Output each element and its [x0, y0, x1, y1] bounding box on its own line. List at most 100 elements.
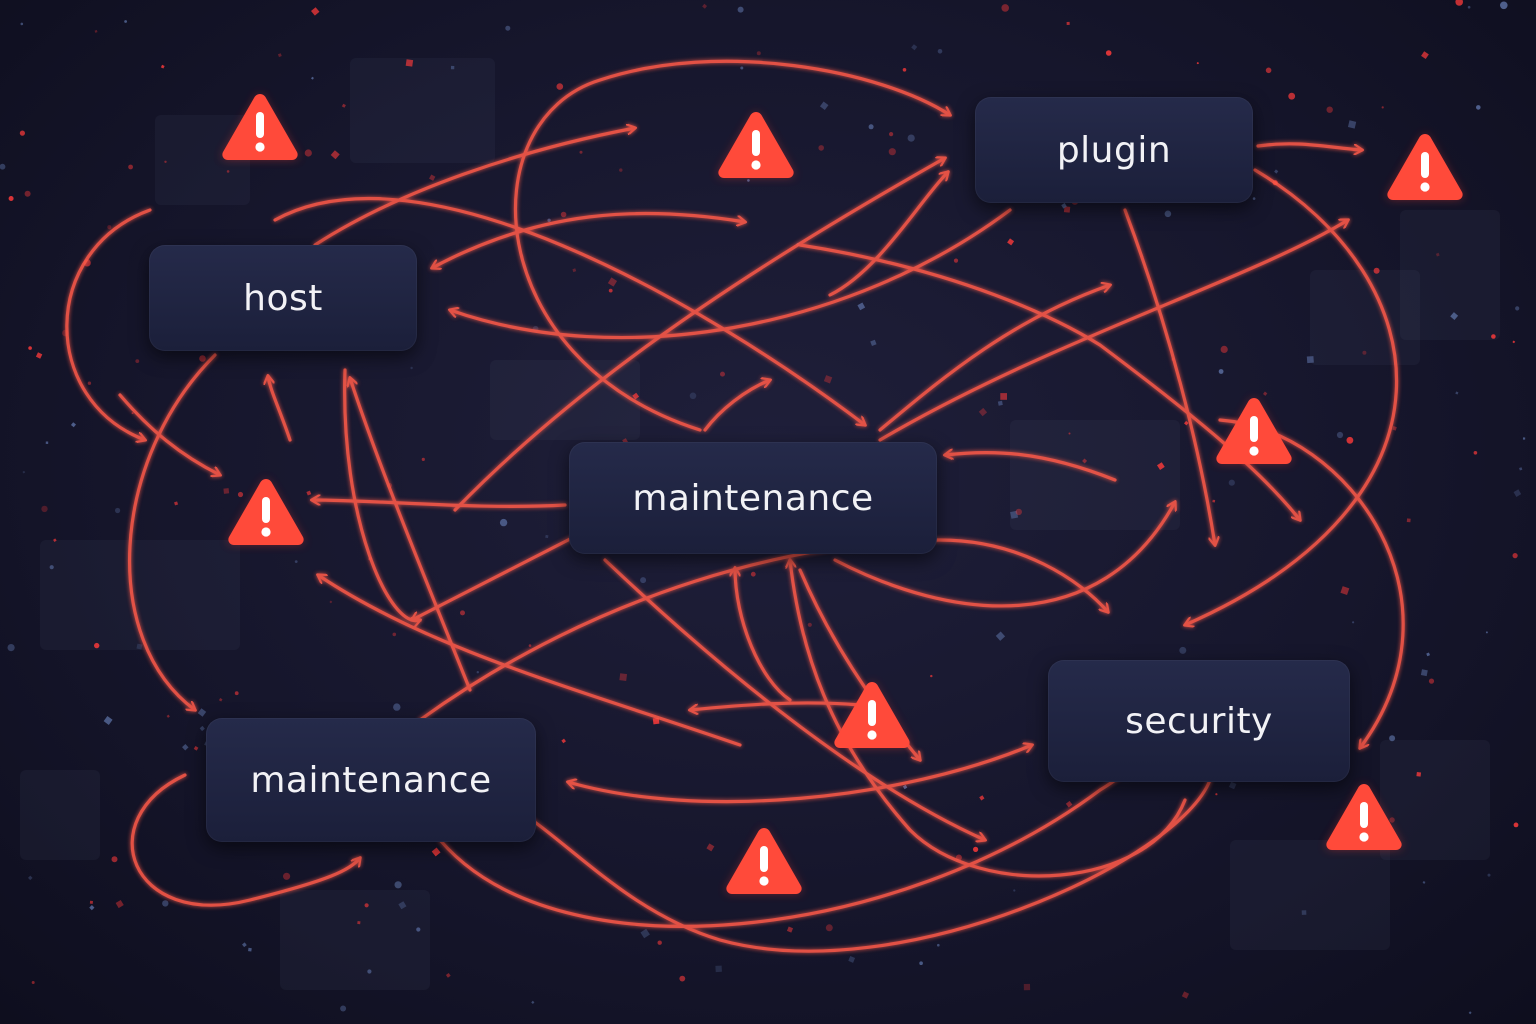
node-host[interactable]: host [149, 245, 417, 351]
particle [1301, 910, 1307, 915]
particle [870, 339, 877, 347]
particle [1082, 458, 1088, 464]
particle [1389, 817, 1395, 823]
particle [367, 969, 372, 974]
particle [1326, 106, 1333, 113]
link-maint-up [343, 368, 420, 621]
link-plugin-loop [514, 59, 950, 432]
particle [115, 900, 124, 909]
particle [27, 875, 33, 881]
particle [107, 225, 112, 230]
particle [340, 1005, 347, 1012]
particle [1063, 206, 1071, 213]
particle [1485, 631, 1488, 634]
particle [689, 392, 697, 400]
warning-icon [722, 822, 806, 898]
particle [410, 366, 413, 370]
particle [1455, 391, 1459, 395]
particle [89, 905, 95, 911]
link-center-to-maint-bottom [412, 536, 574, 620]
particle [632, 392, 640, 400]
particle [608, 288, 613, 293]
particle [476, 671, 479, 674]
particle [888, 148, 896, 156]
particle [1381, 106, 1384, 109]
particle [1416, 772, 1422, 777]
particle [1000, 393, 1007, 400]
particle [1066, 21, 1070, 26]
particle [1500, 1, 1508, 10]
particle [499, 518, 508, 527]
particle [561, 738, 566, 744]
particle [431, 847, 441, 857]
particle [182, 744, 189, 751]
particle [619, 673, 628, 681]
particle [70, 422, 76, 428]
particle [94, 29, 98, 33]
particle [756, 51, 761, 56]
particle [53, 538, 57, 543]
particle [1487, 873, 1491, 877]
particle [1212, 499, 1216, 503]
node-security[interactable]: security [1048, 660, 1350, 782]
particle [277, 53, 282, 58]
particle [398, 901, 407, 910]
link-maint-bottom-up [268, 376, 292, 442]
link-security-to-maint-bottom-curve [500, 778, 1212, 953]
node-maintenance-bottom[interactable]: maintenance [206, 718, 536, 842]
particle [1001, 4, 1009, 12]
node-plugin[interactable]: plugin [975, 97, 1253, 203]
particle [1179, 646, 1187, 654]
particle [1473, 451, 1478, 455]
particle [294, 560, 298, 563]
particle [136, 643, 143, 650]
particle [35, 352, 43, 359]
link-warning-mid-left [690, 701, 862, 710]
link-plugin-wide-loop [1185, 168, 1399, 625]
particle [702, 3, 708, 9]
particle [1252, 197, 1256, 200]
particle [911, 44, 918, 51]
particle [237, 491, 244, 498]
particle [547, 218, 551, 222]
particle [193, 746, 199, 751]
particle [857, 302, 866, 311]
particle [823, 375, 833, 384]
particle [242, 942, 247, 948]
particle [907, 134, 915, 142]
particle [394, 881, 402, 889]
particle [868, 124, 874, 130]
particle [1105, 50, 1112, 56]
particle [919, 961, 923, 965]
particle [0, 163, 6, 170]
particle [164, 160, 167, 163]
particle [1181, 991, 1190, 999]
node-maintenance-center[interactable]: maintenance [569, 442, 937, 554]
particle [364, 903, 369, 908]
particle [973, 846, 979, 853]
particle [1196, 62, 1199, 65]
particle [1512, 340, 1516, 344]
particle [1522, 437, 1526, 440]
particle [937, 49, 943, 54]
link-maint-to-plugin [453, 158, 945, 512]
particle [1392, 426, 1397, 431]
particle [1068, 432, 1071, 435]
link-host-to-maint-bottom [127, 353, 217, 710]
particle [1306, 356, 1314, 364]
particle [1262, 391, 1268, 396]
particle [786, 926, 794, 933]
particle [1389, 735, 1396, 742]
particle [357, 920, 361, 925]
link-warning-to-center-up [703, 380, 770, 432]
particle [997, 400, 1003, 406]
particle [1228, 781, 1237, 790]
particle [657, 940, 662, 945]
particle [45, 441, 49, 444]
warning-icon [218, 88, 302, 164]
particle [1288, 92, 1296, 100]
link-center-right-to-warning-top [878, 218, 1348, 442]
particle [20, 22, 24, 26]
particle [1061, 202, 1067, 209]
